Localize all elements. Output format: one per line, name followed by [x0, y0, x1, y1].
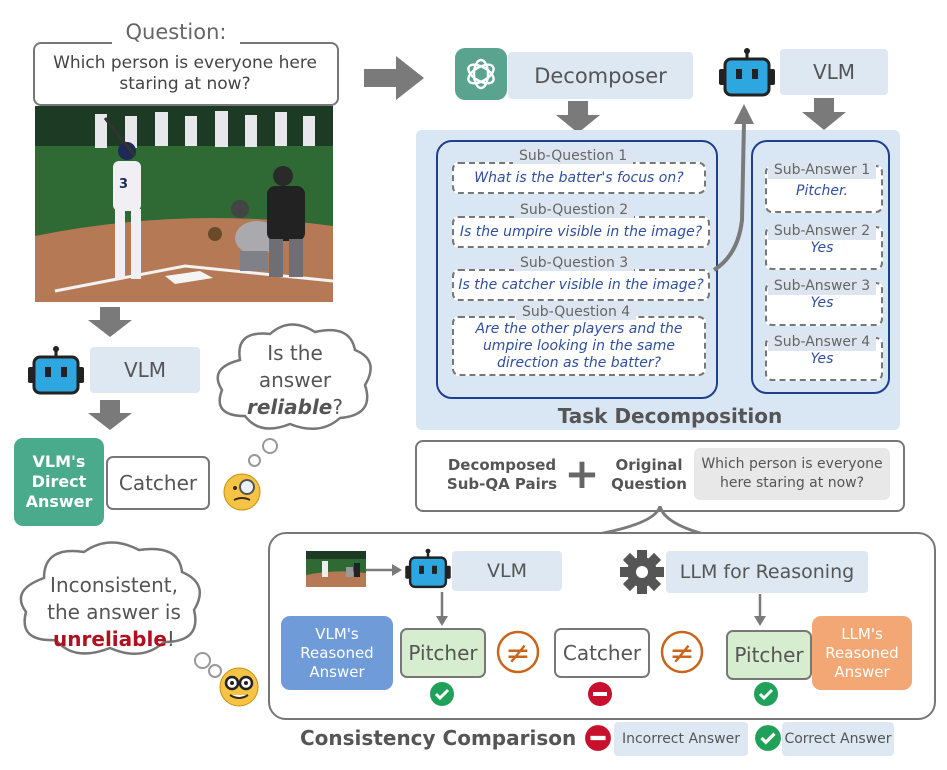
neq-glyph-2: ≠ [669, 636, 694, 671]
robot-icon-left [24, 345, 88, 397]
sub-answer-4-label: Sub-Answer 4 [768, 333, 876, 351]
sub-answer-4-text: Yes [810, 351, 834, 367]
sub-answer-3-text: Yes [810, 295, 834, 311]
vlm-top-label: VLM [780, 49, 888, 95]
check-circle-icon [753, 681, 779, 707]
thought-inconsistent-text: Inconsistent, the answer is unreliable! [34, 570, 194, 654]
baseball-photo: 3 [35, 106, 333, 302]
thought-dot [248, 454, 261, 467]
sub-answer-1-text: Pitcher. [796, 183, 848, 199]
consistency-title: Consistency Comparison [300, 726, 577, 750]
question-text: Which person is everyone here staring at… [53, 53, 317, 94]
thought-inconsistent-line2: the answer is [47, 599, 181, 624]
thought-reliable-post: ? [332, 394, 343, 419]
legend-incorrect: Incorrect Answer [614, 722, 748, 756]
arrow-down-icon [556, 101, 600, 133]
sub-question-3-label: Sub-Question 3 [514, 255, 635, 271]
vlm-left-label: VLM [90, 347, 200, 393]
original-question-label: Original Question [611, 456, 687, 493]
arrow-down-small-icon [754, 594, 766, 626]
task-decomposition-title: Task Decomposition [557, 404, 783, 428]
sub-question-4-box: Are the other players and the umpire loo… [452, 316, 706, 376]
not-equal-icon-2: ≠ [660, 630, 704, 674]
sub-question-1-box: What is the batter's focus on? [452, 162, 706, 194]
thinking-face-icon [222, 472, 262, 512]
gear-icon [618, 548, 666, 596]
sub-question-2-box: Is the umpire visible in the image? [452, 216, 710, 248]
arrow-down-small-icon [436, 592, 448, 626]
sub-question-4-label: Sub-Question 4 [516, 304, 637, 320]
robot-icon-top [715, 47, 779, 99]
answer-pitcher-vlm: Pitcher [400, 628, 486, 678]
svg-text:3: 3 [119, 177, 128, 192]
original-question-text: Which person is everyone here staring at… [694, 448, 890, 500]
direct-answer-tag: VLM's Direct Answer [14, 438, 104, 526]
thought-dot [194, 652, 211, 669]
plus-icon: + [564, 448, 600, 498]
thought-inconsistent-line3: unreliable! [53, 626, 175, 653]
thought-inconsistent-line1: Inconsistent, [50, 572, 178, 597]
sub-question-2-label: Sub-Question 2 [514, 202, 635, 218]
sub-answer-group [751, 140, 890, 394]
answer-pitcher-llm: Pitcher [726, 630, 812, 680]
thought-reliable-bold: reliable [247, 394, 333, 419]
vlm-bottom-label: VLM [452, 551, 562, 591]
arrow-right-small-icon [366, 564, 402, 576]
decomposer-label: Decomposer [508, 52, 693, 99]
sub-answer-2-text: Yes [810, 240, 834, 256]
thought-inconsistent-bold: unreliable [53, 626, 167, 651]
check-circle-icon [429, 681, 455, 707]
sub-question-3-box: Is the catcher visible in the image? [452, 269, 710, 301]
chatgpt-icon [455, 48, 507, 100]
thought-bubble-inconsistent [14, 538, 210, 662]
legend-minus-icon [584, 724, 612, 752]
arrow-down-icon [88, 307, 132, 337]
thought-dot [262, 438, 278, 454]
curved-arrow-icon [712, 104, 754, 272]
legend-correct: Correct Answer [782, 722, 894, 756]
thought-reliable-pre: Is the answer [258, 340, 332, 392]
thought-reliable-text: Is the answer reliable? [228, 340, 362, 420]
nerd-face-icon [218, 666, 260, 708]
sub-answer-3-label: Sub-Answer 3 [768, 277, 876, 295]
robot-icon-bottom [402, 547, 454, 591]
thought-inconsistent-post: ! [166, 626, 175, 651]
sub-answer-2-label: Sub-Answer 2 [768, 222, 876, 240]
llm-reasoned-tag: LLM's Reasoned Answer [812, 616, 912, 690]
arrow-down-icon [88, 400, 132, 430]
sub-question-1-label: Sub-Question 1 [513, 148, 634, 164]
thought-bubble-reliable [210, 320, 380, 436]
sub-answer-1-label: Sub-Answer 1 [768, 161, 876, 179]
arrow-down-icon [802, 98, 846, 130]
photo-thumbnail [306, 551, 366, 587]
thought-dot [208, 664, 222, 678]
answer-catcher: Catcher [554, 628, 650, 678]
legend-check-icon [754, 724, 782, 752]
minus-circle-icon [587, 681, 613, 707]
direct-answer-value: Catcher [106, 456, 210, 510]
question-label: Question: [112, 20, 240, 46]
neq-glyph-1: ≠ [505, 636, 530, 671]
thought-reliable-line2: reliable? [247, 394, 343, 421]
arrow-right-icon [364, 56, 424, 100]
decomposed-sub-qa-label: Decomposed Sub-QA Pairs [446, 456, 558, 493]
llm-reasoning-label: LLM for Reasoning [666, 551, 868, 593]
vlm-reasoned-tag: VLM's Reasoned Answer [281, 616, 393, 690]
not-equal-icon-1: ≠ [496, 630, 540, 674]
